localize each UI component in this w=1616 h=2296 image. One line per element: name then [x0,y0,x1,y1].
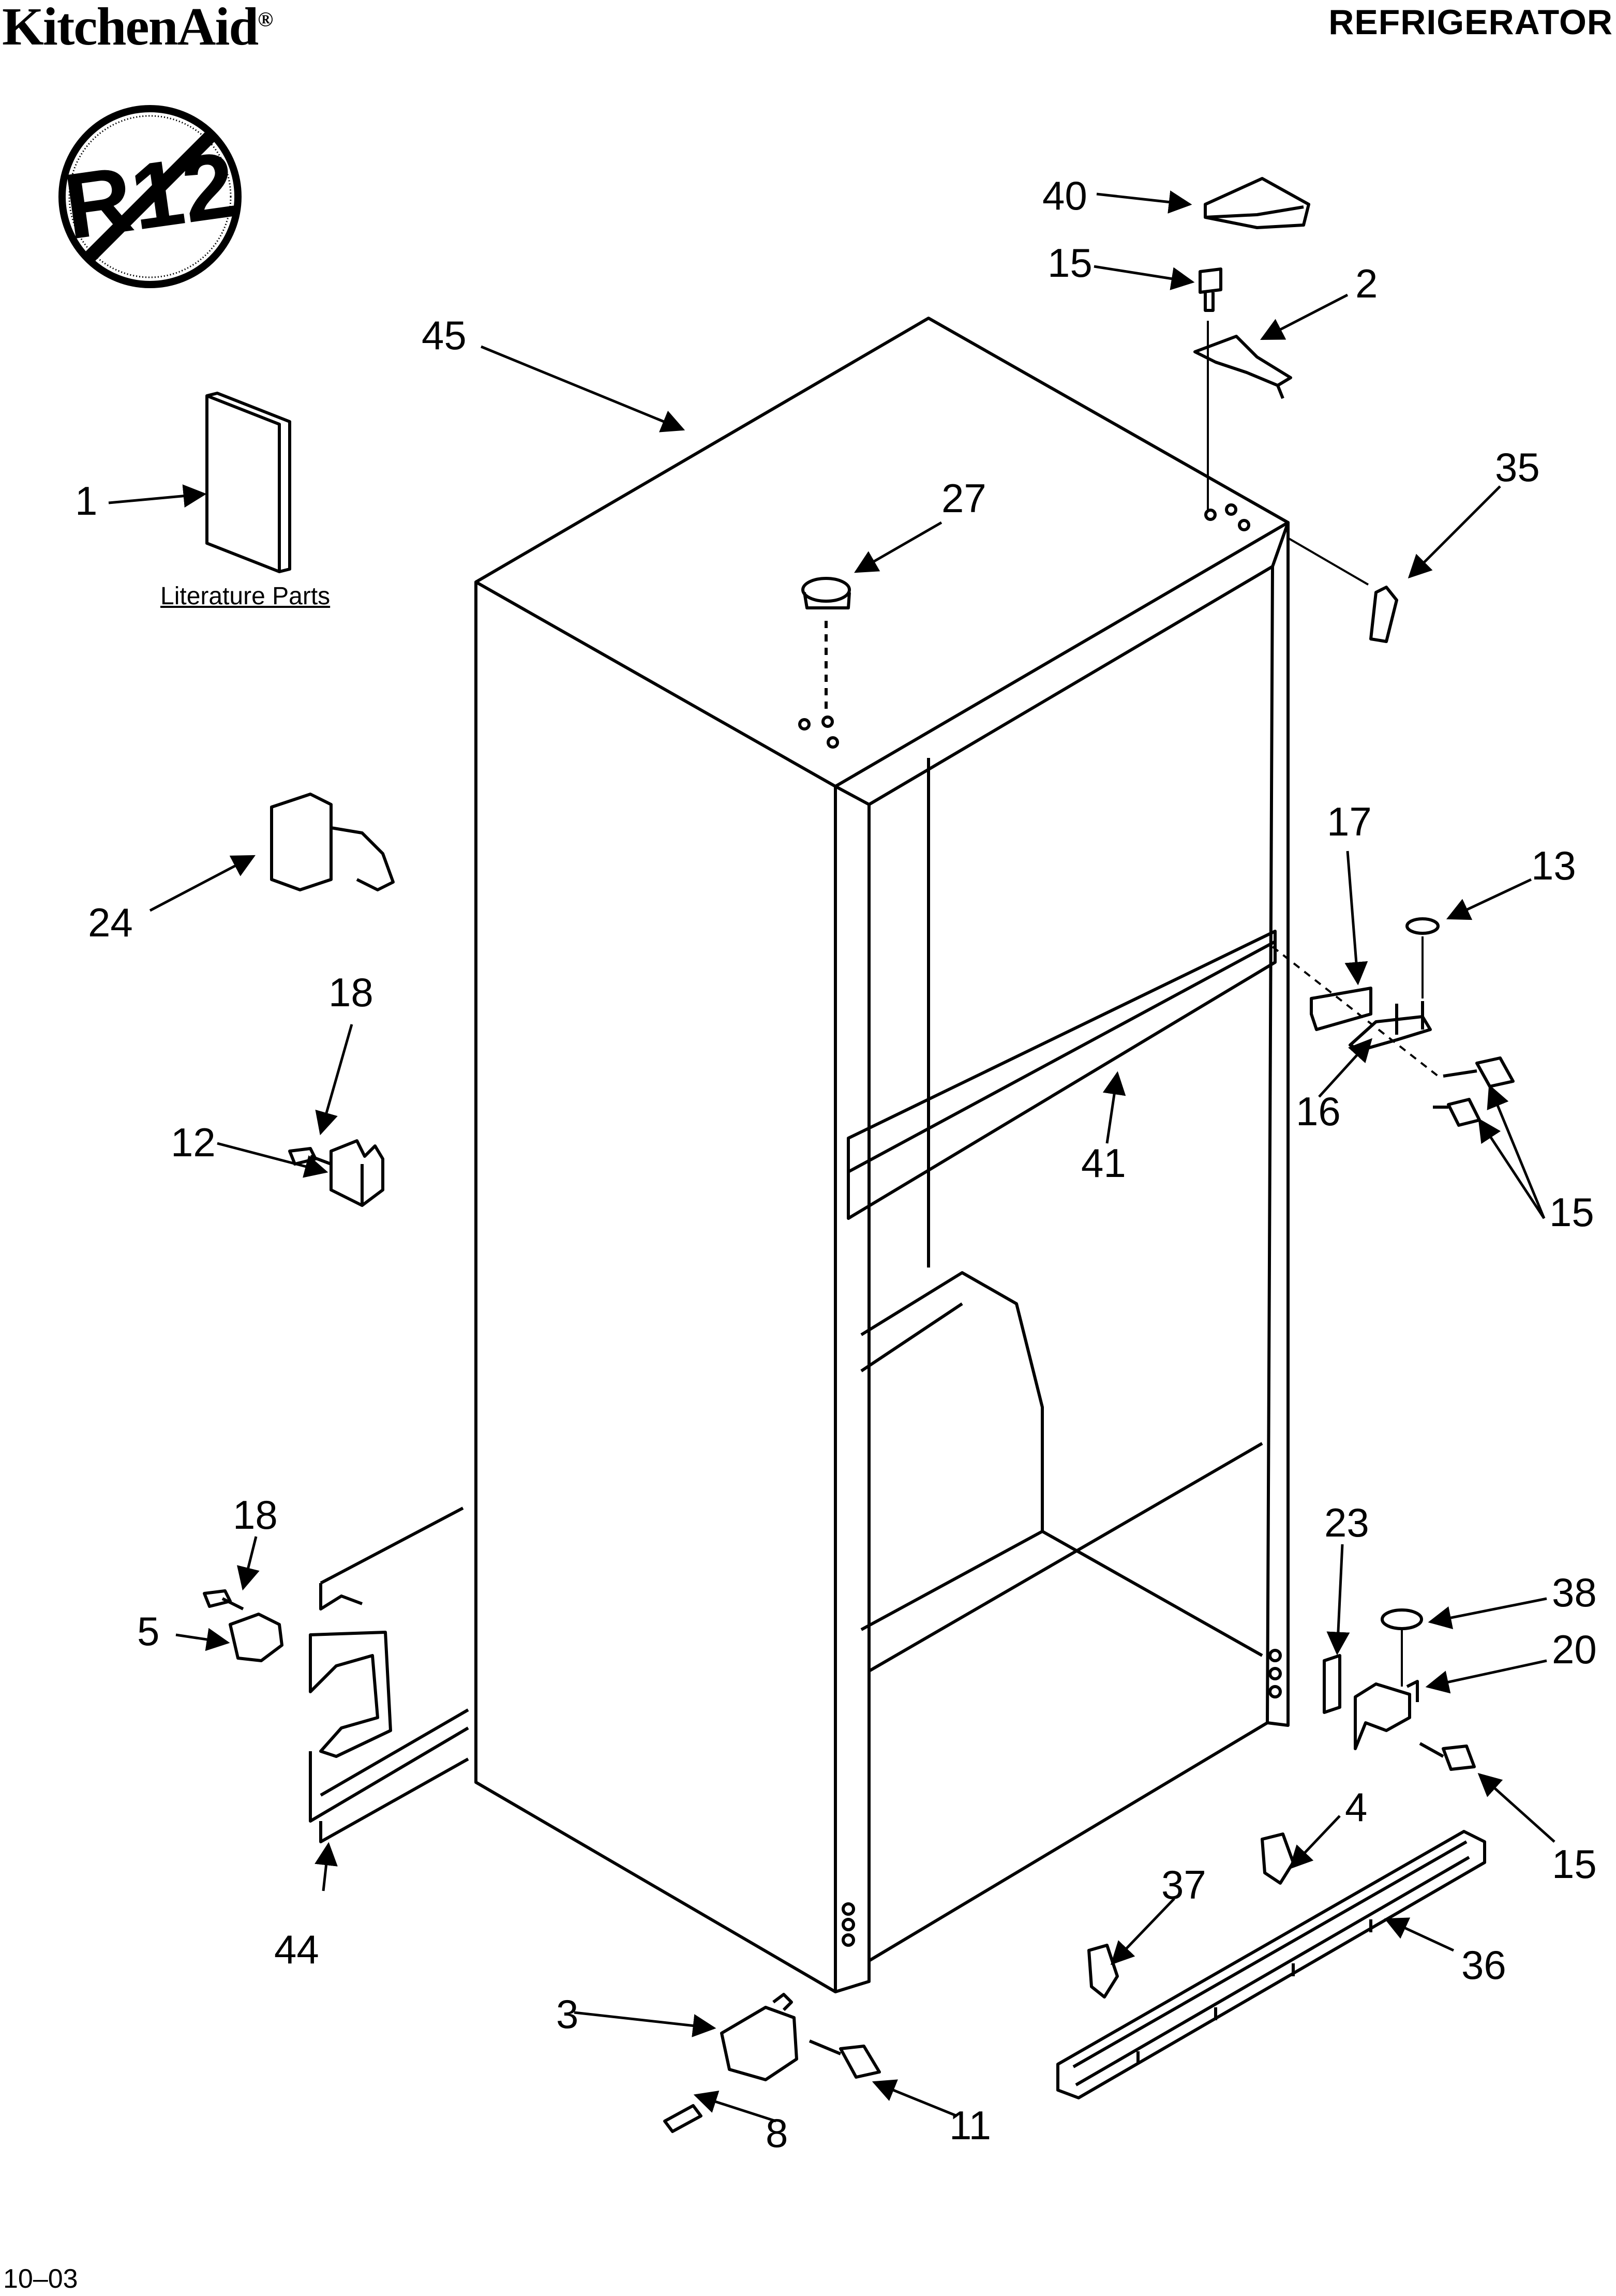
part-3-leveler [720,1993,798,2081]
callout-5: 5 [137,1608,159,1654]
callout-38: 38 [1552,1570,1597,1615]
callout-40: 40 [1042,173,1087,218]
part-18-screw-lower [203,1589,244,1611]
part-27-plug [801,577,851,714]
brand-name: KitchenAid [2,0,259,56]
part-16-hinge [1349,1001,1432,1052]
callout-1: 1 [75,478,97,524]
appliance-category: REFRIGERATOR [1328,3,1613,42]
callout-2: 2 [1355,261,1378,306]
callout-12: 12 [171,1120,216,1165]
revision-date: 10–03 [3,2264,78,2294]
part-37-clip [1087,1944,1119,1999]
part-17-shim [1310,987,1372,1031]
callout-20: 20 [1552,1627,1597,1672]
part-4-clip [1261,1832,1295,1885]
callout-13: 13 [1531,843,1576,888]
part-1-literature [205,392,291,573]
part-11-screw [809,2039,881,2079]
part-20-hinge [1354,1680,1419,1750]
part-15-screw-bottom-right [1419,1742,1476,1771]
callout-45: 45 [422,312,467,358]
callout-3: 3 [556,1991,578,2037]
no-r12-badge: R12 [58,105,242,288]
part-18-screw-mid [288,1147,332,1166]
callout-18-low: 18 [233,1492,278,1538]
registered-mark: ® [258,7,273,31]
callout-15-bottom: 15 [1552,1841,1597,1887]
callout-16: 16 [1296,1089,1341,1134]
part-38-washer [1381,1608,1423,1630]
part-40-cap [1204,177,1310,229]
brand-logo: KitchenAid® [2,0,273,56]
callout-4: 4 [1345,1784,1367,1830]
part-15-screw-top [1199,267,1222,312]
literature-parts-label: Literature Parts [160,583,331,610]
part-41-crossbar [847,930,1277,1220]
callout-15-right: 15 [1549,1189,1594,1235]
part-13-washer [1405,917,1440,935]
callout-8: 8 [766,2110,788,2156]
part-5-bracket [229,1613,283,1662]
callout-36: 36 [1461,1942,1506,1988]
callout-37: 37 [1161,1862,1206,1907]
hinge-trim-upper [319,1507,464,1611]
part-24-cover [270,793,395,891]
part-44-trim [309,1708,469,1843]
cabinet [474,317,1290,1993]
callout-35: 35 [1495,444,1540,490]
callout-24: 24 [88,900,133,945]
callout-15-top: 15 [1048,240,1093,286]
callout-18-mid: 18 [328,970,373,1015]
part-12-bracket [330,1139,384,1207]
part-36-grille [1056,1830,1486,2099]
callout-27: 27 [941,475,986,521]
callout-23: 23 [1324,1500,1369,1545]
callout-44: 44 [274,1927,319,1972]
part-8-pin [663,2104,702,2133]
left-hinge-plate [309,1631,392,1758]
callout-11: 11 [949,2103,991,2148]
part-23-shim [1323,1654,1341,1714]
part-15-screw-right-upper [1443,1056,1515,1088]
part-15-screw-right-lower [1433,1098,1481,1127]
part-35-bracket [1369,586,1398,643]
callout-41: 41 [1081,1140,1126,1186]
callout-17: 17 [1327,799,1372,844]
part-2-top-hinge [1193,335,1292,399]
